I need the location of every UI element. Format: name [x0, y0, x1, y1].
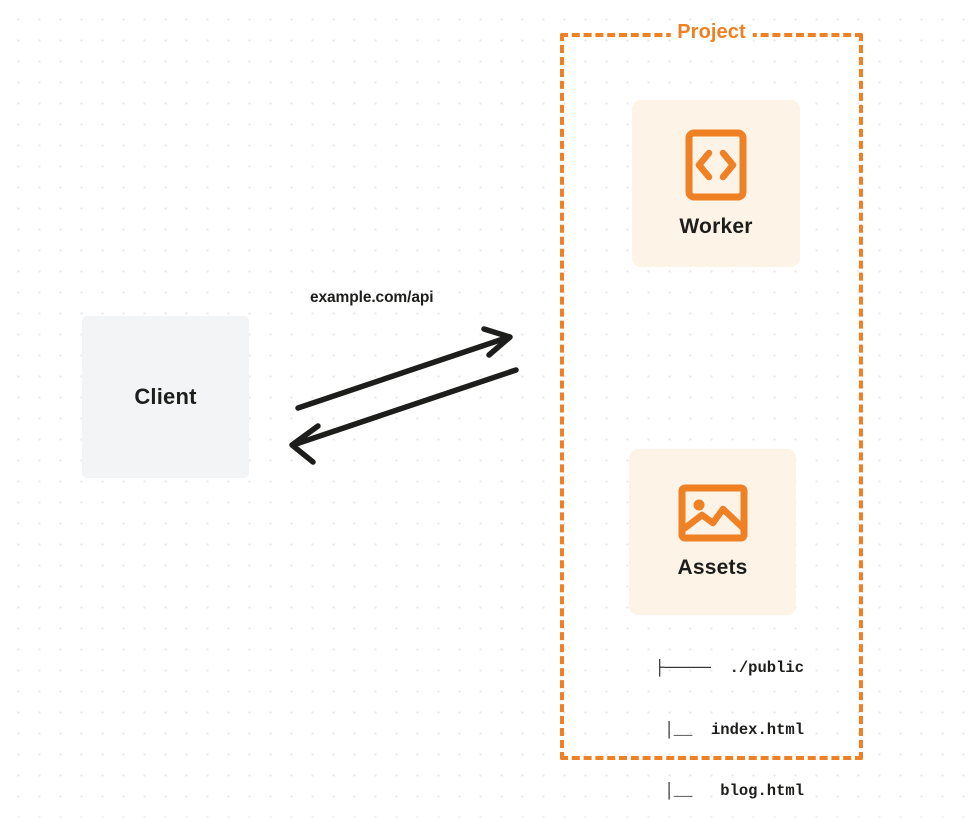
assets-file-tree: ├───── ./public │__ index.html │__ blog.… [604, 617, 804, 818]
client-node-label: Client [134, 384, 197, 409]
file-tree-row: │__ blog.html [627, 782, 804, 800]
project-group-title: Project [670, 21, 753, 44]
connection-label: example.com/api [310, 289, 434, 306]
file-tree-row: ├───── ./public [655, 659, 804, 677]
image-icon [678, 484, 747, 542]
client-node[interactable]: Client [82, 316, 249, 478]
worker-node-label: Worker [679, 214, 753, 238]
assets-node-label: Assets [677, 556, 748, 579]
project-group: Project [560, 21, 863, 760]
code-brackets-icon [685, 129, 747, 200]
assets-node[interactable]: Assets [629, 449, 796, 615]
file-tree-row: │__ index.html [627, 720, 804, 739]
request-arrow [295, 326, 513, 411]
worker-node[interactable]: Worker [632, 100, 800, 267]
response-arrow [289, 367, 519, 465]
